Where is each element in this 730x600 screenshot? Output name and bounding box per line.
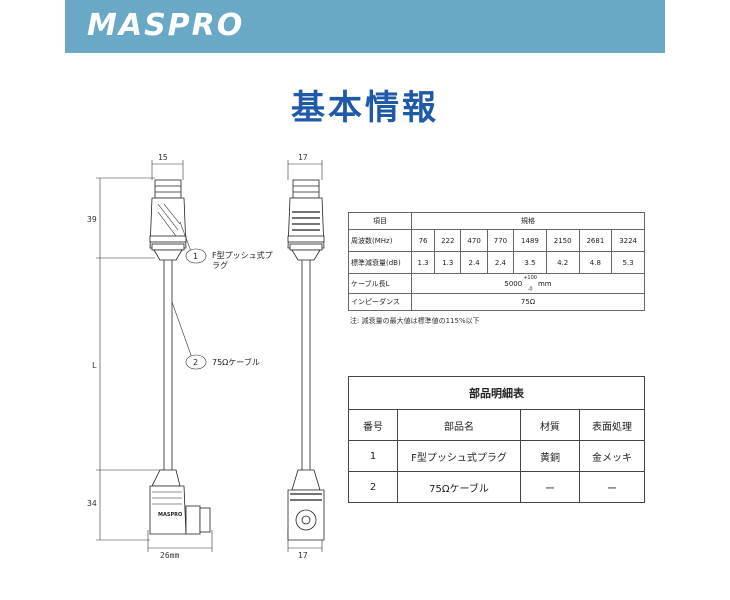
callout-2-number: 2 — [193, 358, 198, 367]
freq-cell: 2150 — [545, 229, 580, 252]
length-unit: mm — [537, 279, 552, 288]
parts-cell: 金メッキ — [579, 440, 645, 472]
atten-cell: 4.2 — [545, 251, 580, 274]
length-label: ケーブル長L — [348, 273, 412, 294]
parts-cell: 2 — [348, 471, 398, 503]
table-row: 1 F型プッシュ式プラグ 黄銅 金メッキ — [348, 440, 645, 472]
parts-header-number: 番号 — [348, 409, 398, 441]
header-banner: MASPRO — [65, 0, 665, 53]
length-tol-plus: +100 — [523, 274, 537, 281]
freq-cell: 2681 — [578, 229, 613, 252]
dim-top-side: 17 — [298, 153, 308, 162]
parts-cell: ー — [520, 471, 580, 503]
freq-cell: 222 — [434, 229, 462, 252]
side-top-connector — [287, 179, 325, 261]
parts-header-material: 材質 — [520, 409, 580, 441]
length-value-cell: 5000+100 -0 mm — [411, 273, 645, 294]
atten-cell: 1.3 — [410, 251, 436, 274]
atten-cell: 5.3 — [611, 251, 645, 274]
dim-length: L — [92, 361, 97, 370]
parts-cell: 黄銅 — [520, 440, 580, 472]
atten-cell: 4.8 — [578, 251, 613, 274]
parts-header-finish: 表面処理 — [579, 409, 645, 441]
spec-header-item: 項目 — [348, 212, 412, 230]
dim-bottom-height: 34 — [87, 499, 97, 508]
dim-top-height: 39 — [87, 215, 97, 224]
freq-cell: 76 — [410, 229, 436, 252]
parts-cell: F型プッシュ式プラグ — [397, 440, 521, 472]
parts-table-title: 部品明細表 — [348, 376, 645, 410]
atten-cell: 2.4 — [460, 251, 488, 274]
freq-cell: 770 — [486, 229, 515, 252]
parts-cell: 1 — [348, 440, 398, 472]
front-top-connector — [149, 179, 187, 261]
freq-cell: 470 — [460, 229, 488, 252]
page-title: 基本情報 — [291, 88, 439, 128]
callout-1-label-line1: F型プッシュ式プ — [212, 250, 273, 260]
atten-cell: 3.5 — [513, 251, 547, 274]
dim-bottom-front: 26mm — [160, 551, 179, 560]
parts-cell: ー — [579, 471, 645, 503]
parts-cell: 75Ωケーブル — [397, 471, 521, 503]
spec-note: 注: 減衰量の最大値は標準値の115%以下 — [350, 317, 480, 325]
front-bottom-connector — [149, 469, 211, 535]
spec-table: 項目 規格 周波数(MHz) 76 222 470 770 1489 2150 … — [348, 212, 645, 311]
table-row: 2 75Ωケーブル ー ー — [348, 471, 645, 503]
atten-label: 標準減衰量(dB) — [348, 251, 412, 274]
spec-header-spec: 規格 — [411, 212, 645, 230]
freq-cell: 1489 — [513, 229, 547, 252]
callout-2-label: 75Ωケーブル — [212, 357, 260, 367]
freq-cell: 3224 — [611, 229, 645, 252]
dim-bottom-side: 17 — [298, 551, 308, 560]
dim-top-front: 15 — [158, 153, 168, 162]
connector-brand-label: MASPRO — [158, 512, 182, 518]
maspro-logo: MASPRO — [87, 8, 245, 43]
impedance-label: インピーダンス — [348, 293, 412, 311]
impedance-value: 75Ω — [411, 293, 645, 311]
parts-table: 部品明細表 番号 部品名 材質 表面処理 1 F型プッシュ式プラグ 黄銅 金メッ… — [348, 376, 645, 503]
callout-1-number: 1 — [193, 252, 198, 261]
length-tol-minus: -0 — [527, 286, 533, 293]
length-value: 5000 — [504, 279, 523, 288]
atten-cell: 1.3 — [434, 251, 462, 274]
freq-label: 周波数(MHz) — [348, 229, 412, 252]
callout-1-label-line2: ラグ — [212, 260, 228, 270]
atten-cell: 2.4 — [486, 251, 515, 274]
parts-header-name: 部品名 — [397, 409, 521, 441]
side-bottom-connector — [287, 469, 325, 541]
